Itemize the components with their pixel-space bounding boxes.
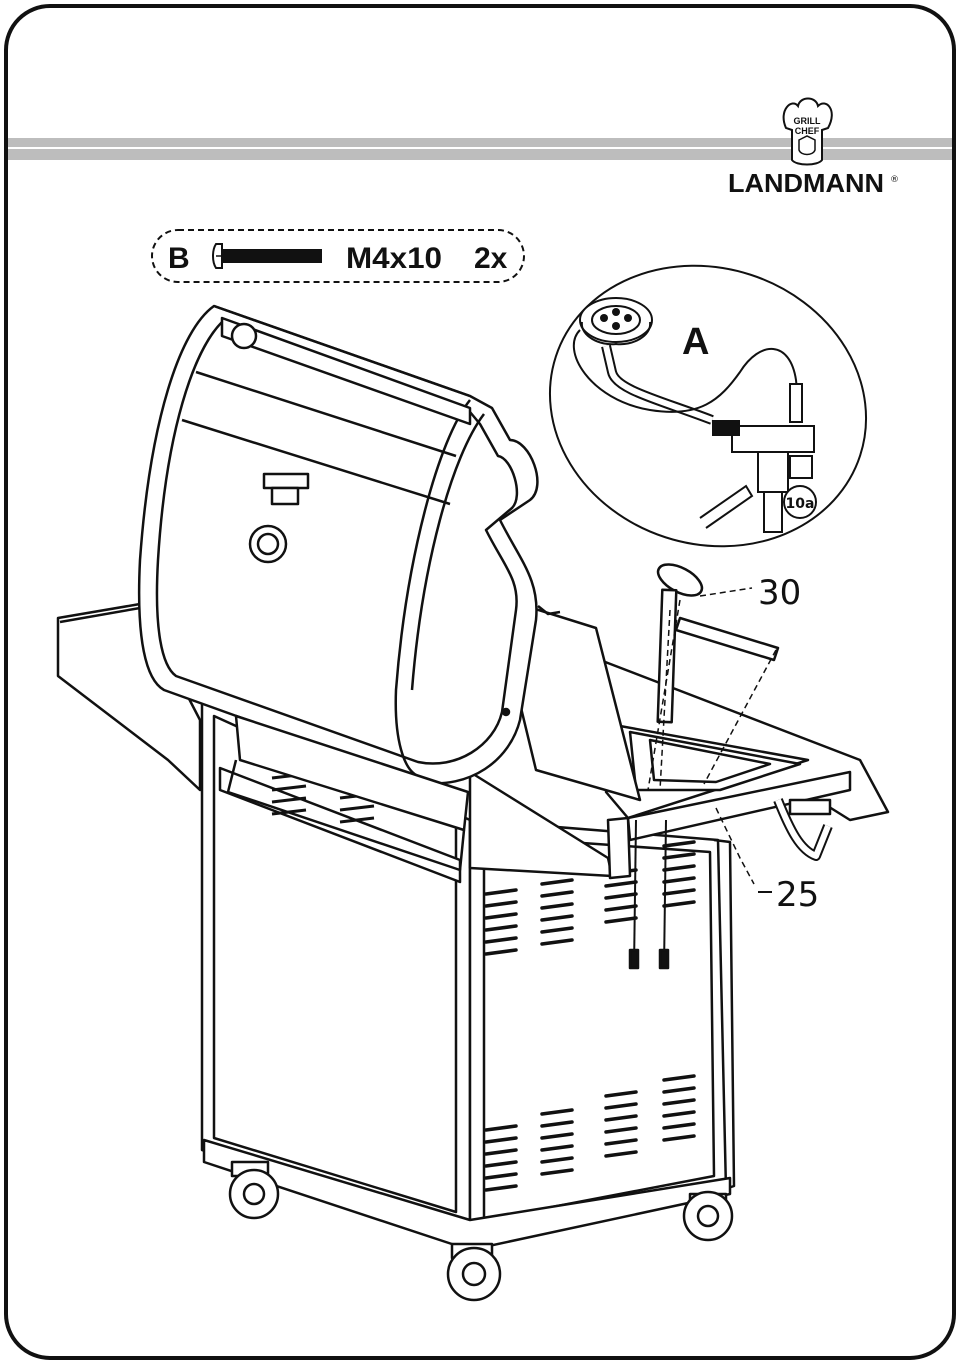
caster-front (446, 1242, 502, 1302)
logo-line2: CHEF (795, 126, 820, 136)
hardware-size: M4x10 (346, 242, 442, 275)
sub-label-marker (783, 485, 817, 519)
caster-left (228, 1160, 280, 1220)
screw-icon (212, 243, 322, 269)
detail-a: A 10a (548, 264, 868, 548)
side-burner-shelf (468, 770, 614, 878)
thermometer (248, 472, 310, 564)
caster-right (682, 1190, 734, 1242)
grill-hood (137, 304, 539, 785)
chef-hat-icon (782, 97, 833, 166)
callout-part-25: 25 (776, 875, 819, 915)
hardware-badge: B M4x10 2x (151, 229, 525, 283)
detail-sub-label: 10a (786, 496, 815, 512)
detail-letter: A (682, 321, 709, 363)
callout-part-30: 30 (758, 573, 801, 613)
page-border (4, 4, 956, 1360)
brand-name: LANDMANN (728, 168, 884, 198)
logo-line1: GRILL (794, 116, 821, 126)
hardware-letter: B (168, 242, 190, 275)
brand-logo: GRILL CHEF LANDMANN ® (728, 97, 899, 198)
hardware-quantity: 2x (474, 242, 508, 275)
leader-lines (647, 587, 777, 885)
hood-handle (220, 316, 472, 426)
grill-illustration (56, 304, 890, 1302)
registered-mark: ® (890, 175, 899, 185)
